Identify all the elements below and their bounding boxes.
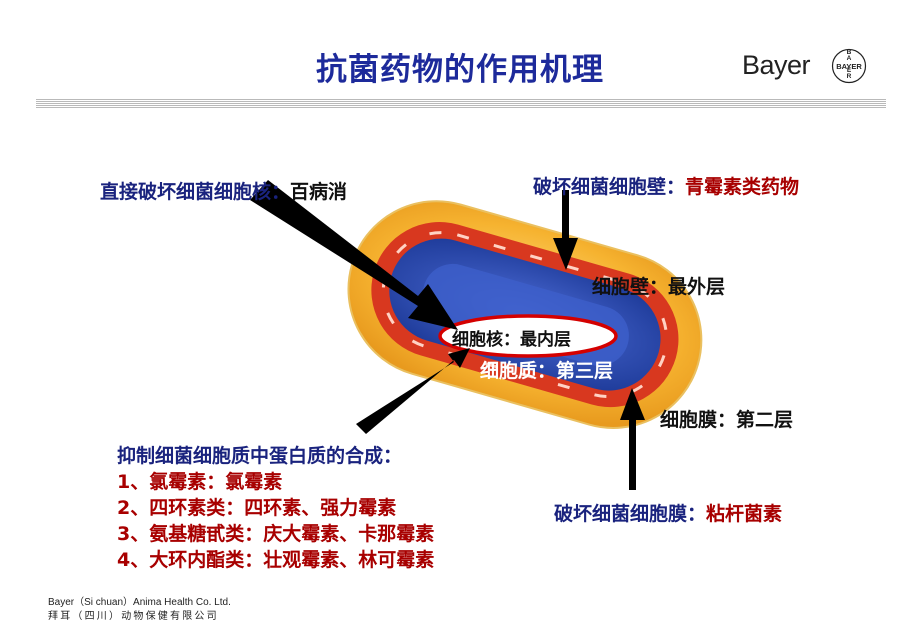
nucleus-highlight-ellipse <box>438 314 618 358</box>
arrow-cytoplasm <box>356 348 470 434</box>
bayer-wordmark: Bayer <box>742 50 811 80</box>
membrane-action-prefix: 破坏细菌细胞膜： <box>554 503 707 525</box>
membrane-action-drug: 粘杆菌素 <box>706 503 783 525</box>
wall-action-label: 破坏细菌细胞壁：青霉素类药物 <box>533 172 799 199</box>
nucleus-action-label: 直接破坏细菌细胞核：百病消 <box>100 177 347 204</box>
wall-action-drug: 青霉素类药物 <box>685 176 800 198</box>
wall-action-prefix: 破坏细菌细胞壁： <box>533 176 686 198</box>
logo-horizontal-letters: BAYER <box>836 62 862 71</box>
arrow-cell-wall <box>553 190 578 270</box>
wall-layer-label: 细胞壁：最外层 <box>592 276 726 298</box>
list-item: 3、氨基糖甙类：庆大霉素、卡那霉素 <box>117 521 434 547</box>
nucleus-layer-label: 细胞核：最内层 <box>452 330 571 350</box>
item-drugs: 庆大霉素、卡那霉素 <box>263 523 435 545</box>
protein-synthesis-block: 抑制细菌细胞质中蛋白质的合成： 1、氯霉素：氯霉素 2、四环素类：四环素、强力霉… <box>117 443 434 573</box>
item-prefix: 2、四环素类： <box>117 497 245 519</box>
arrow-membrane <box>620 388 645 490</box>
list-item: 4、大环内酯类：壮观霉素、林可霉素 <box>117 547 434 573</box>
nucleus-action-prefix: 直接破坏细菌细胞核： <box>100 181 291 203</box>
item-prefix: 1、氯霉素： <box>117 471 226 493</box>
item-drugs: 壮观霉素、林可霉素 <box>263 549 435 571</box>
cytoplasm-layer-label: 细胞质：第三层 <box>480 360 614 382</box>
header-divider <box>36 98 886 108</box>
item-prefix: 4、大环内酯类： <box>117 549 264 571</box>
page-title: 抗菌药物的作用机理 <box>316 52 604 88</box>
membrane-stripes <box>381 231 669 399</box>
footer-company-cn: 拜耳（四川）动物保健有限公司 <box>48 611 219 622</box>
nucleus-action-drug: 百病消 <box>290 181 348 203</box>
arrow-nucleus <box>250 180 458 330</box>
item-drugs: 四环素、强力霉素 <box>244 497 397 519</box>
item-drugs: 氯霉素 <box>225 471 283 493</box>
membrane-layer-label: 细胞膜：第二层 <box>660 409 794 431</box>
item-prefix: 3、氨基糖甙类： <box>117 523 264 545</box>
membrane-action-label: 破坏细菌细胞膜：粘杆菌素 <box>554 499 782 526</box>
protein-synthesis-heading: 抑制细菌细胞质中蛋白质的合成： <box>117 445 403 467</box>
footer-company-en: Bayer（Si chuan）Anima Health Co. Ltd. <box>48 597 231 608</box>
list-item: 1、氯霉素：氯霉素 <box>117 469 434 495</box>
list-item: 2、四环素类：四环素、强力霉素 <box>117 495 434 521</box>
